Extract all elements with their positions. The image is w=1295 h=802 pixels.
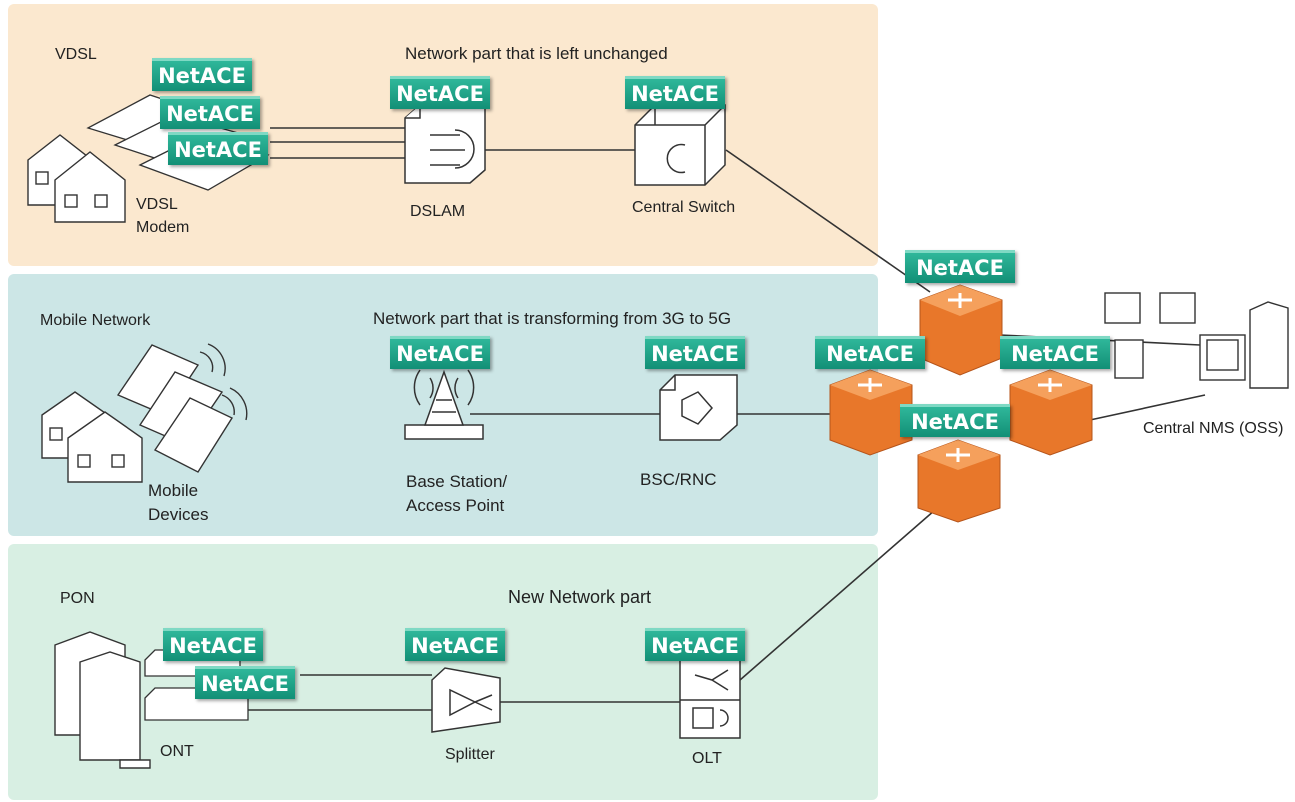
netace-badge: NetACE <box>625 76 725 109</box>
mobile-houses-icon <box>41 391 143 483</box>
netace-badge: NetACE <box>815 336 925 369</box>
base-station-label-line2: Access Point <box>406 496 505 515</box>
router-icon <box>917 439 1001 523</box>
mobile-section-label: Mobile Network <box>40 312 151 329</box>
core-routers <box>829 284 1093 523</box>
netace-badge: NetACE <box>900 404 1010 437</box>
pon-section-label: PON <box>60 590 95 607</box>
vdsl-section-heading: Network part that is left unchanged <box>405 44 668 63</box>
central-switch-label: Central Switch <box>632 199 736 216</box>
ont-label: ONT <box>160 743 194 760</box>
netace-badge: NetACE <box>163 628 263 661</box>
netace-badge: NetACE <box>405 628 505 661</box>
dslam-icon <box>404 104 486 184</box>
netace-badge: NetACE <box>645 628 745 661</box>
mobile-devices-icon <box>116 343 248 473</box>
netace-badge: NetACE <box>1000 336 1110 369</box>
netace-badge: NetACE <box>152 58 252 91</box>
houses-icon <box>27 134 126 223</box>
nms-computers-icon <box>1104 292 1289 389</box>
router-icon <box>919 284 1003 376</box>
router-icon <box>829 369 913 456</box>
pon-section-heading: New Network part <box>508 587 652 607</box>
vdsl-modem-label-line2: Modem <box>136 219 190 236</box>
buildings-icon <box>54 631 151 769</box>
bsc-rnc-icon <box>659 374 738 441</box>
dslam-label: DSLAM <box>410 203 466 220</box>
central-nms-label: Central NMS (OSS) <box>1143 420 1284 437</box>
vdsl-modem-label-line1: VDSL <box>136 196 178 213</box>
netace-badge: NetACE <box>195 666 295 699</box>
olt-label: OLT <box>692 750 722 767</box>
mobile-section-heading: Network part that is transforming from 3… <box>373 309 732 328</box>
netace-badge: NetACE <box>905 250 1015 283</box>
netace-badge: NetACE <box>160 96 260 129</box>
netace-badge: NetACE <box>390 336 490 369</box>
netace-badge: NetACE <box>168 132 268 165</box>
vdsl-section-label: VDSL <box>55 46 97 63</box>
mobile-devices-label-line1: Mobile <box>148 481 199 500</box>
base-station-icon <box>404 369 484 440</box>
splitter-label: Splitter <box>445 746 495 763</box>
bsc-rnc-label: BSC/RNC <box>640 470 717 489</box>
splitter-icon <box>431 667 501 733</box>
netace-badge: NetACE <box>390 76 490 109</box>
router-icon <box>1009 369 1093 456</box>
base-station-label-line1: Base Station/ <box>406 472 508 491</box>
netace-badge: NetACE <box>645 336 745 369</box>
olt-icon <box>679 659 741 739</box>
central-switch-icon <box>634 104 726 186</box>
mobile-devices-label-line2: Devices <box>148 505 209 524</box>
connection-lines <box>248 127 1206 711</box>
